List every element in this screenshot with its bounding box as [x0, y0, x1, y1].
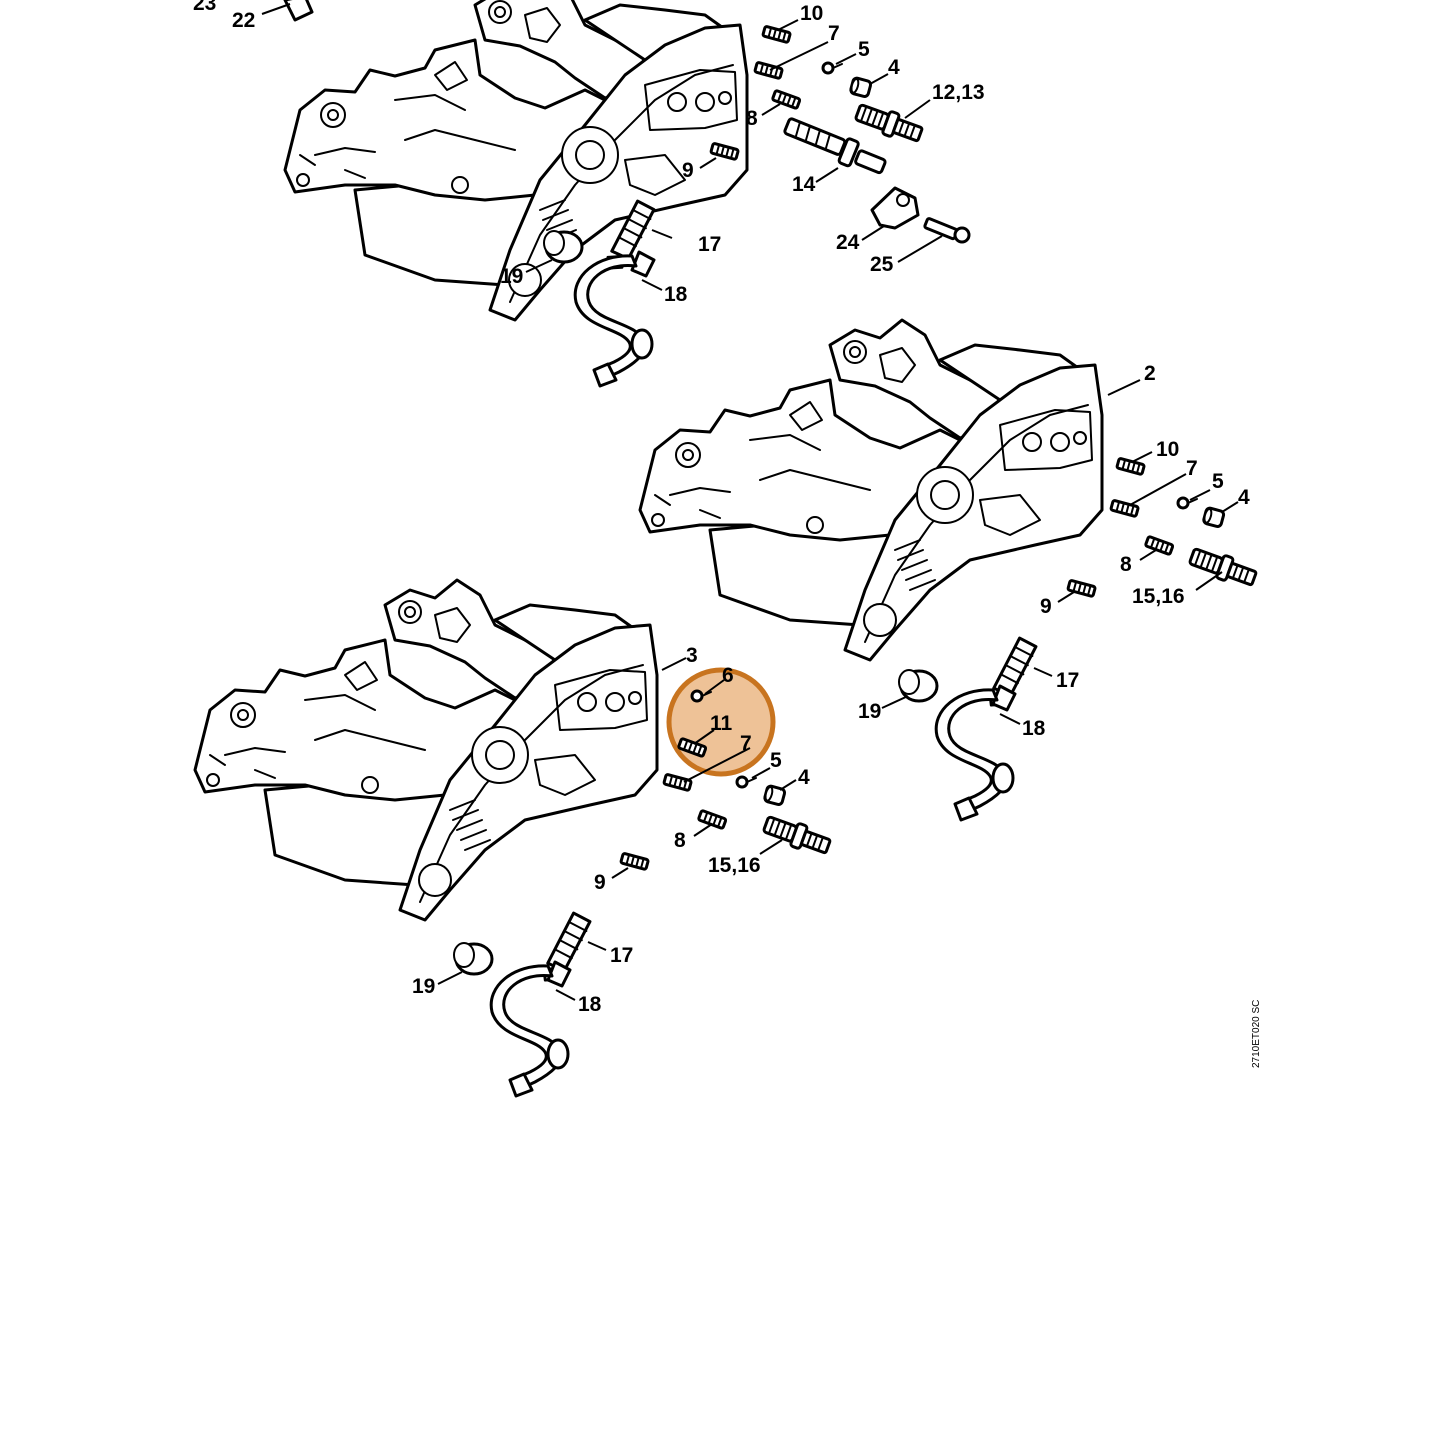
part-14-shape	[783, 117, 887, 175]
callout-8: 8	[746, 107, 758, 130]
part-25-shape	[923, 217, 971, 244]
callout-7: 7	[828, 22, 840, 45]
part-24-shape	[870, 186, 920, 230]
part-9-shape	[619, 851, 650, 872]
crankcase-bottom	[193, 578, 659, 922]
callout-18: 18	[578, 993, 602, 1016]
callout-5: 5	[1212, 470, 1224, 493]
part-19-shape	[897, 668, 939, 703]
callout-2: 2	[1144, 362, 1156, 385]
callout-5: 5	[770, 749, 782, 772]
part-22-shape	[261, 0, 314, 22]
callout-15-16: 15,16	[1132, 585, 1185, 608]
callout-24: 24	[836, 231, 860, 254]
callout-4: 4	[888, 56, 900, 79]
callout-23: 23	[193, 0, 216, 15]
callout-7: 7	[740, 732, 752, 755]
callout-5: 5	[858, 38, 870, 61]
part-18-shape	[489, 960, 572, 1098]
callout-6: 6	[722, 664, 734, 687]
drawing-reference: 2710ET020 SC	[1251, 1000, 1262, 1068]
callout-9: 9	[682, 159, 694, 182]
part-12-13-shape	[852, 99, 926, 148]
part-4-shape	[848, 75, 873, 99]
callout-17: 17	[1056, 669, 1079, 692]
part-5-shape	[1176, 496, 1199, 510]
part-10-shape	[761, 24, 792, 45]
callout-22: 22	[232, 9, 255, 32]
callout-19: 19	[412, 975, 435, 998]
callout-4: 4	[798, 766, 810, 789]
callout-15-16: 15,16	[708, 854, 761, 877]
assembly-bottom: 3 6 11 7 5 4 8 15,16 9 17 19 18	[193, 578, 834, 1098]
part-5-shape	[821, 61, 844, 75]
callout-4: 4	[1238, 486, 1250, 509]
part-18-shape	[934, 684, 1017, 822]
callout-9: 9	[594, 871, 606, 894]
callout-11: 11	[710, 712, 733, 735]
callout-7: 7	[1186, 457, 1198, 480]
part-15-16-shape	[760, 811, 834, 860]
part-10-shape	[1115, 456, 1146, 477]
part-7-shape	[662, 772, 693, 793]
callout-8: 8	[674, 829, 686, 852]
assembly-top: 23 22 10 7 5 4 12,13 8 9 14 24 25 17 19 …	[193, 0, 985, 388]
callout-19: 19	[858, 700, 881, 723]
callout-18: 18	[664, 283, 688, 306]
part-4-shape	[1201, 505, 1226, 529]
callout-3: 3	[686, 644, 698, 667]
part-8-shape	[696, 808, 728, 831]
callout-25: 25	[870, 253, 894, 276]
callout-8: 8	[1120, 553, 1132, 576]
part-8-shape	[1143, 534, 1175, 557]
crankcase-middle	[638, 318, 1104, 662]
part-18-shape	[573, 250, 656, 388]
part-19-shape	[452, 941, 494, 976]
callout-9: 9	[1040, 595, 1052, 618]
callout-12-13: 12,13	[932, 81, 985, 104]
callout-17: 17	[698, 233, 721, 256]
callout-19: 19	[500, 265, 523, 288]
assembly-middle: 2 10 7 5 4 8 15,16 9 17 19 18	[638, 318, 1260, 822]
part-19-shape	[542, 229, 584, 264]
callout-10: 10	[1156, 438, 1179, 461]
callout-18: 18	[1022, 717, 1046, 740]
part-15-16-shape	[1186, 543, 1260, 592]
callout-17: 17	[610, 944, 633, 967]
callout-14: 14	[792, 173, 816, 196]
part-7-shape	[753, 60, 784, 81]
callout-10: 10	[800, 2, 823, 25]
